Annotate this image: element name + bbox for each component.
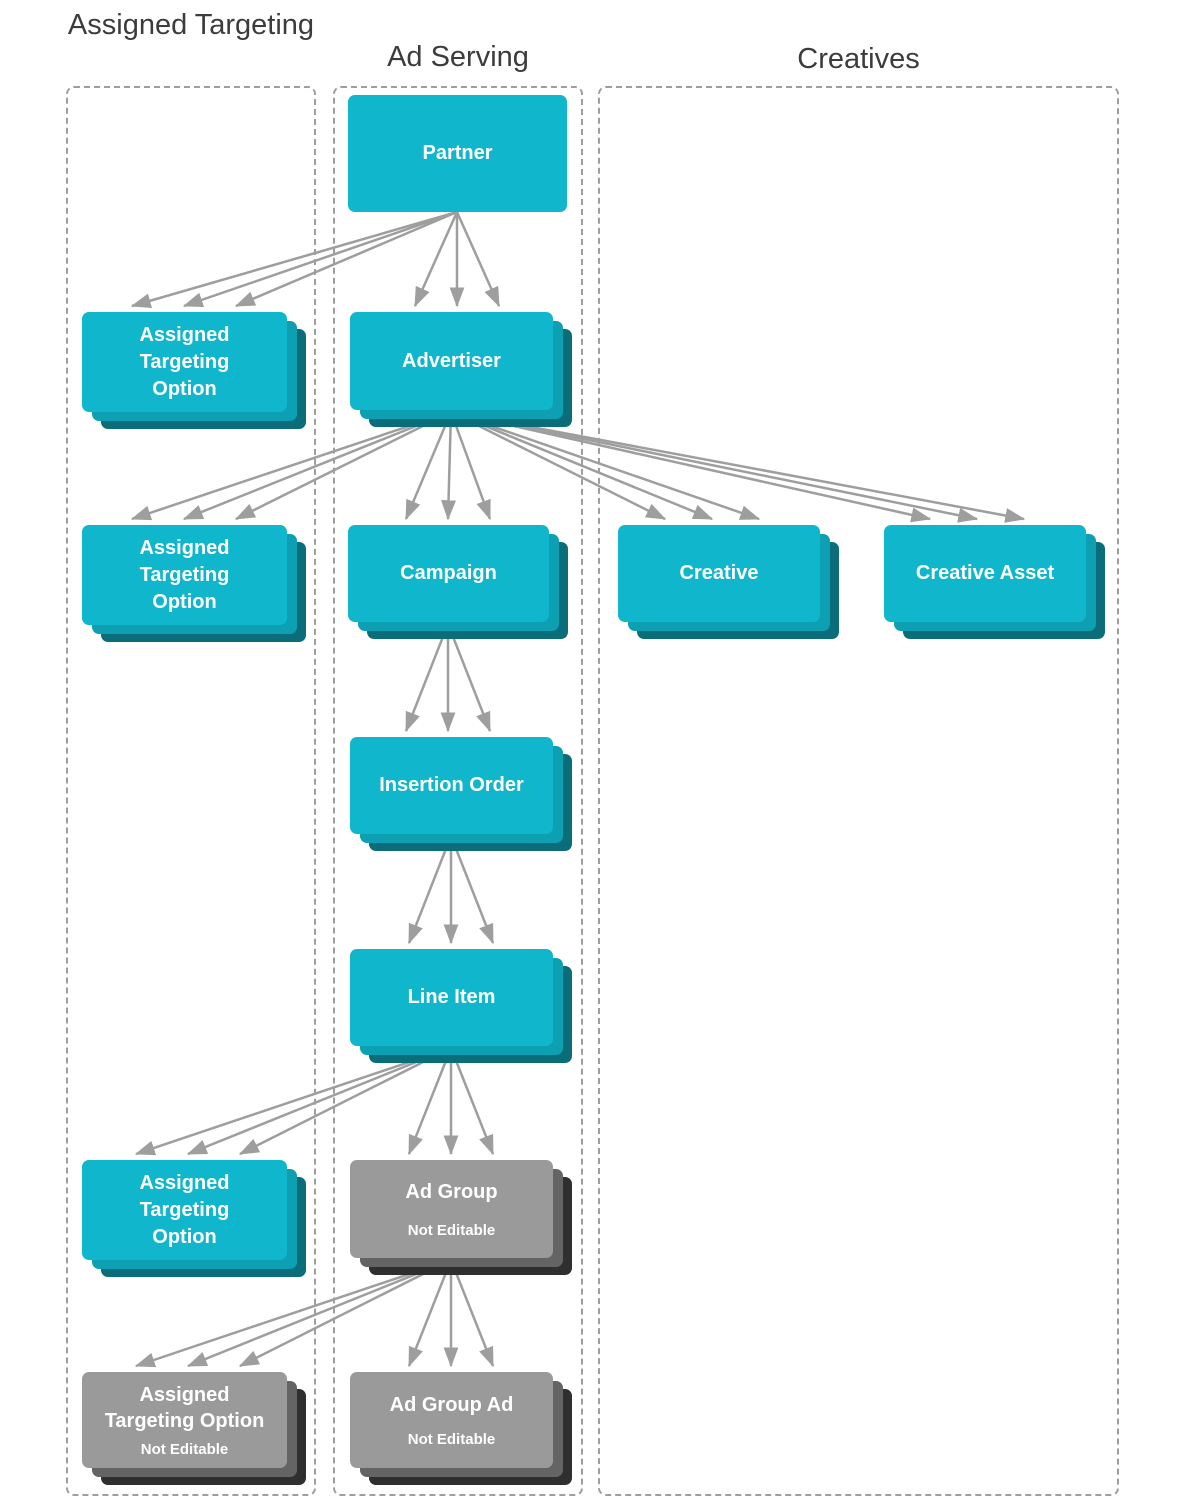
node-creative: Creative xyxy=(618,525,820,622)
node-line-item: Line Item xyxy=(350,949,553,1046)
node-label: Assigned Targeting Option xyxy=(139,536,230,613)
node-creative-label: Creative xyxy=(679,562,759,584)
not-editable-badge: Not Editable xyxy=(140,1440,229,1458)
node-ad-group-label: Ad Group xyxy=(405,1180,498,1203)
node-label: Assigned Targeting Option xyxy=(139,1171,230,1248)
node-insertion-order: Insertion Order xyxy=(350,737,553,834)
node-advertiser-label: Advertiser xyxy=(402,349,501,372)
column-assigned-targeting xyxy=(66,86,316,1496)
node-creative-asset: Creative Asset xyxy=(884,525,1086,622)
node-assigned-targeting-option-ad-group: Assigned Targeting Option Not Editable xyxy=(82,1372,287,1468)
node-partner-label: Partner xyxy=(422,142,493,164)
node-assigned-targeting-option-line-item: Assigned Targeting Option xyxy=(82,1160,287,1260)
column-title-creatives: Creatives xyxy=(797,43,920,75)
node-ad-group: Ad Group Not Editable xyxy=(350,1160,553,1258)
node-line-item-label: Line Item xyxy=(407,986,496,1008)
node-ad-group-ad-label: Ad Group Ad xyxy=(389,1393,514,1416)
not-editable-badge: Not Editable xyxy=(407,1430,496,1448)
not-editable-badge: Not Editable xyxy=(407,1221,496,1239)
node-insertion-order-label: Insertion Order xyxy=(379,774,524,796)
node-label: Assigned Targeting Option xyxy=(139,323,230,400)
node-advertiser: Advertiser xyxy=(350,312,553,410)
node-assigned-targeting-option-partner: Assigned Targeting Option xyxy=(82,312,287,412)
node-label: Assigned Targeting Option xyxy=(104,1383,265,1432)
node-campaign-label: Campaign xyxy=(400,562,497,584)
node-campaign: Campaign xyxy=(348,525,549,622)
column-ad-serving xyxy=(333,86,583,1496)
node-partner: Partner xyxy=(348,95,567,212)
column-title-ad-serving: Ad Serving xyxy=(387,41,529,73)
node-assigned-targeting-option-advertiser: Assigned Targeting Option xyxy=(82,525,287,625)
column-title-assigned-targeting: Assigned Targeting xyxy=(67,9,315,41)
column-creatives xyxy=(598,86,1119,1496)
node-ad-group-ad: Ad Group Ad Not Editable xyxy=(350,1372,553,1468)
node-creative-asset-label: Creative Asset xyxy=(915,562,1055,584)
